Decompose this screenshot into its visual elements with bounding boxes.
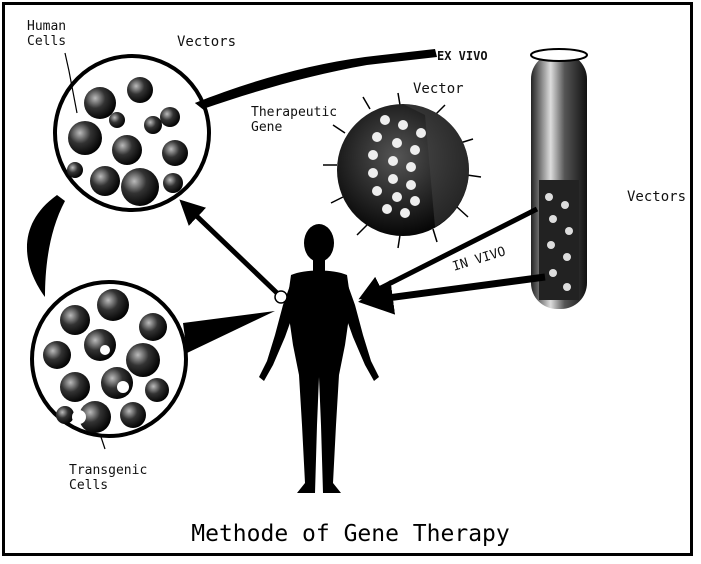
vector-test-tube [531,49,587,309]
human-cells-label: Human Cells [27,19,66,49]
vectors-top-label: Vectors [177,35,236,50]
human-cells-circle [55,56,209,210]
vectors-right-label: Vectors [627,190,686,205]
therapeutic-gene-label: Therapeutic Gene [251,105,337,135]
return-connector [27,195,65,297]
transgenic-cells-circle [32,282,186,436]
transfer-wedge [183,311,275,353]
diagram-title: Methode of Gene Therapy [5,521,693,547]
vector-label: Vector [413,82,464,97]
human-body-silhouette [259,224,379,493]
ex-vivo-stream [195,49,437,109]
vector-particle [323,93,481,248]
ex-vivo-label: EX VIVO [437,49,488,64]
transgenic-cells-label: Transgenic Cells [69,463,147,493]
diagram-frame: Human Cells Vectors EX VIVO Vector Thera… [2,2,693,556]
arrow-body-to-cells [183,203,277,293]
